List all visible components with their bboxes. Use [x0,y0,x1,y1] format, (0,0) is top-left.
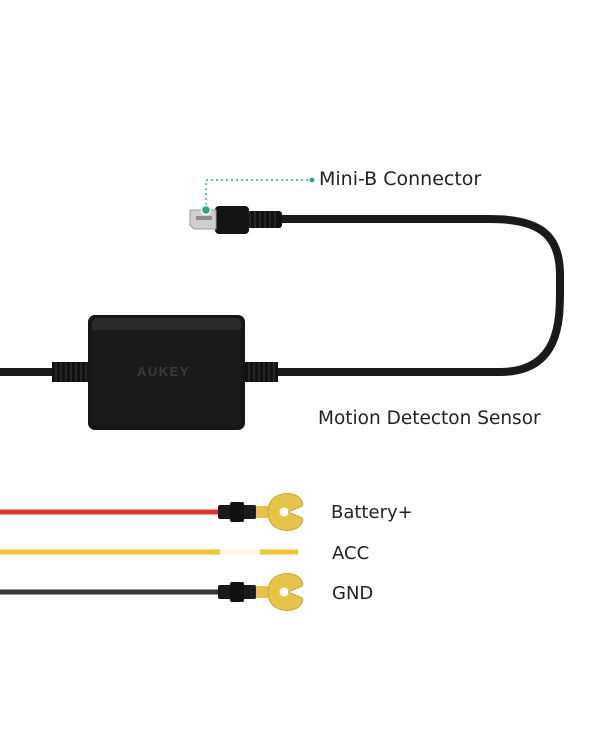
sensor-box [88,315,245,430]
gnd-wire [0,573,303,611]
acc-wire [0,548,298,556]
battery-label: Battery+ [331,502,413,523]
gnd-label: GND [332,583,374,604]
input-cable [0,362,92,382]
mini-b-callout [200,177,315,216]
brand-logo: AUKEY [137,364,191,379]
battery-wire [0,493,303,531]
mini-b-connector-label: Mini-B Connector [319,168,482,190]
motion-sensor-label: Motion Detecton Sensor [318,408,541,429]
output-cable [240,215,564,382]
mini-b-connector [189,206,282,234]
acc-label: ACC [332,543,370,564]
